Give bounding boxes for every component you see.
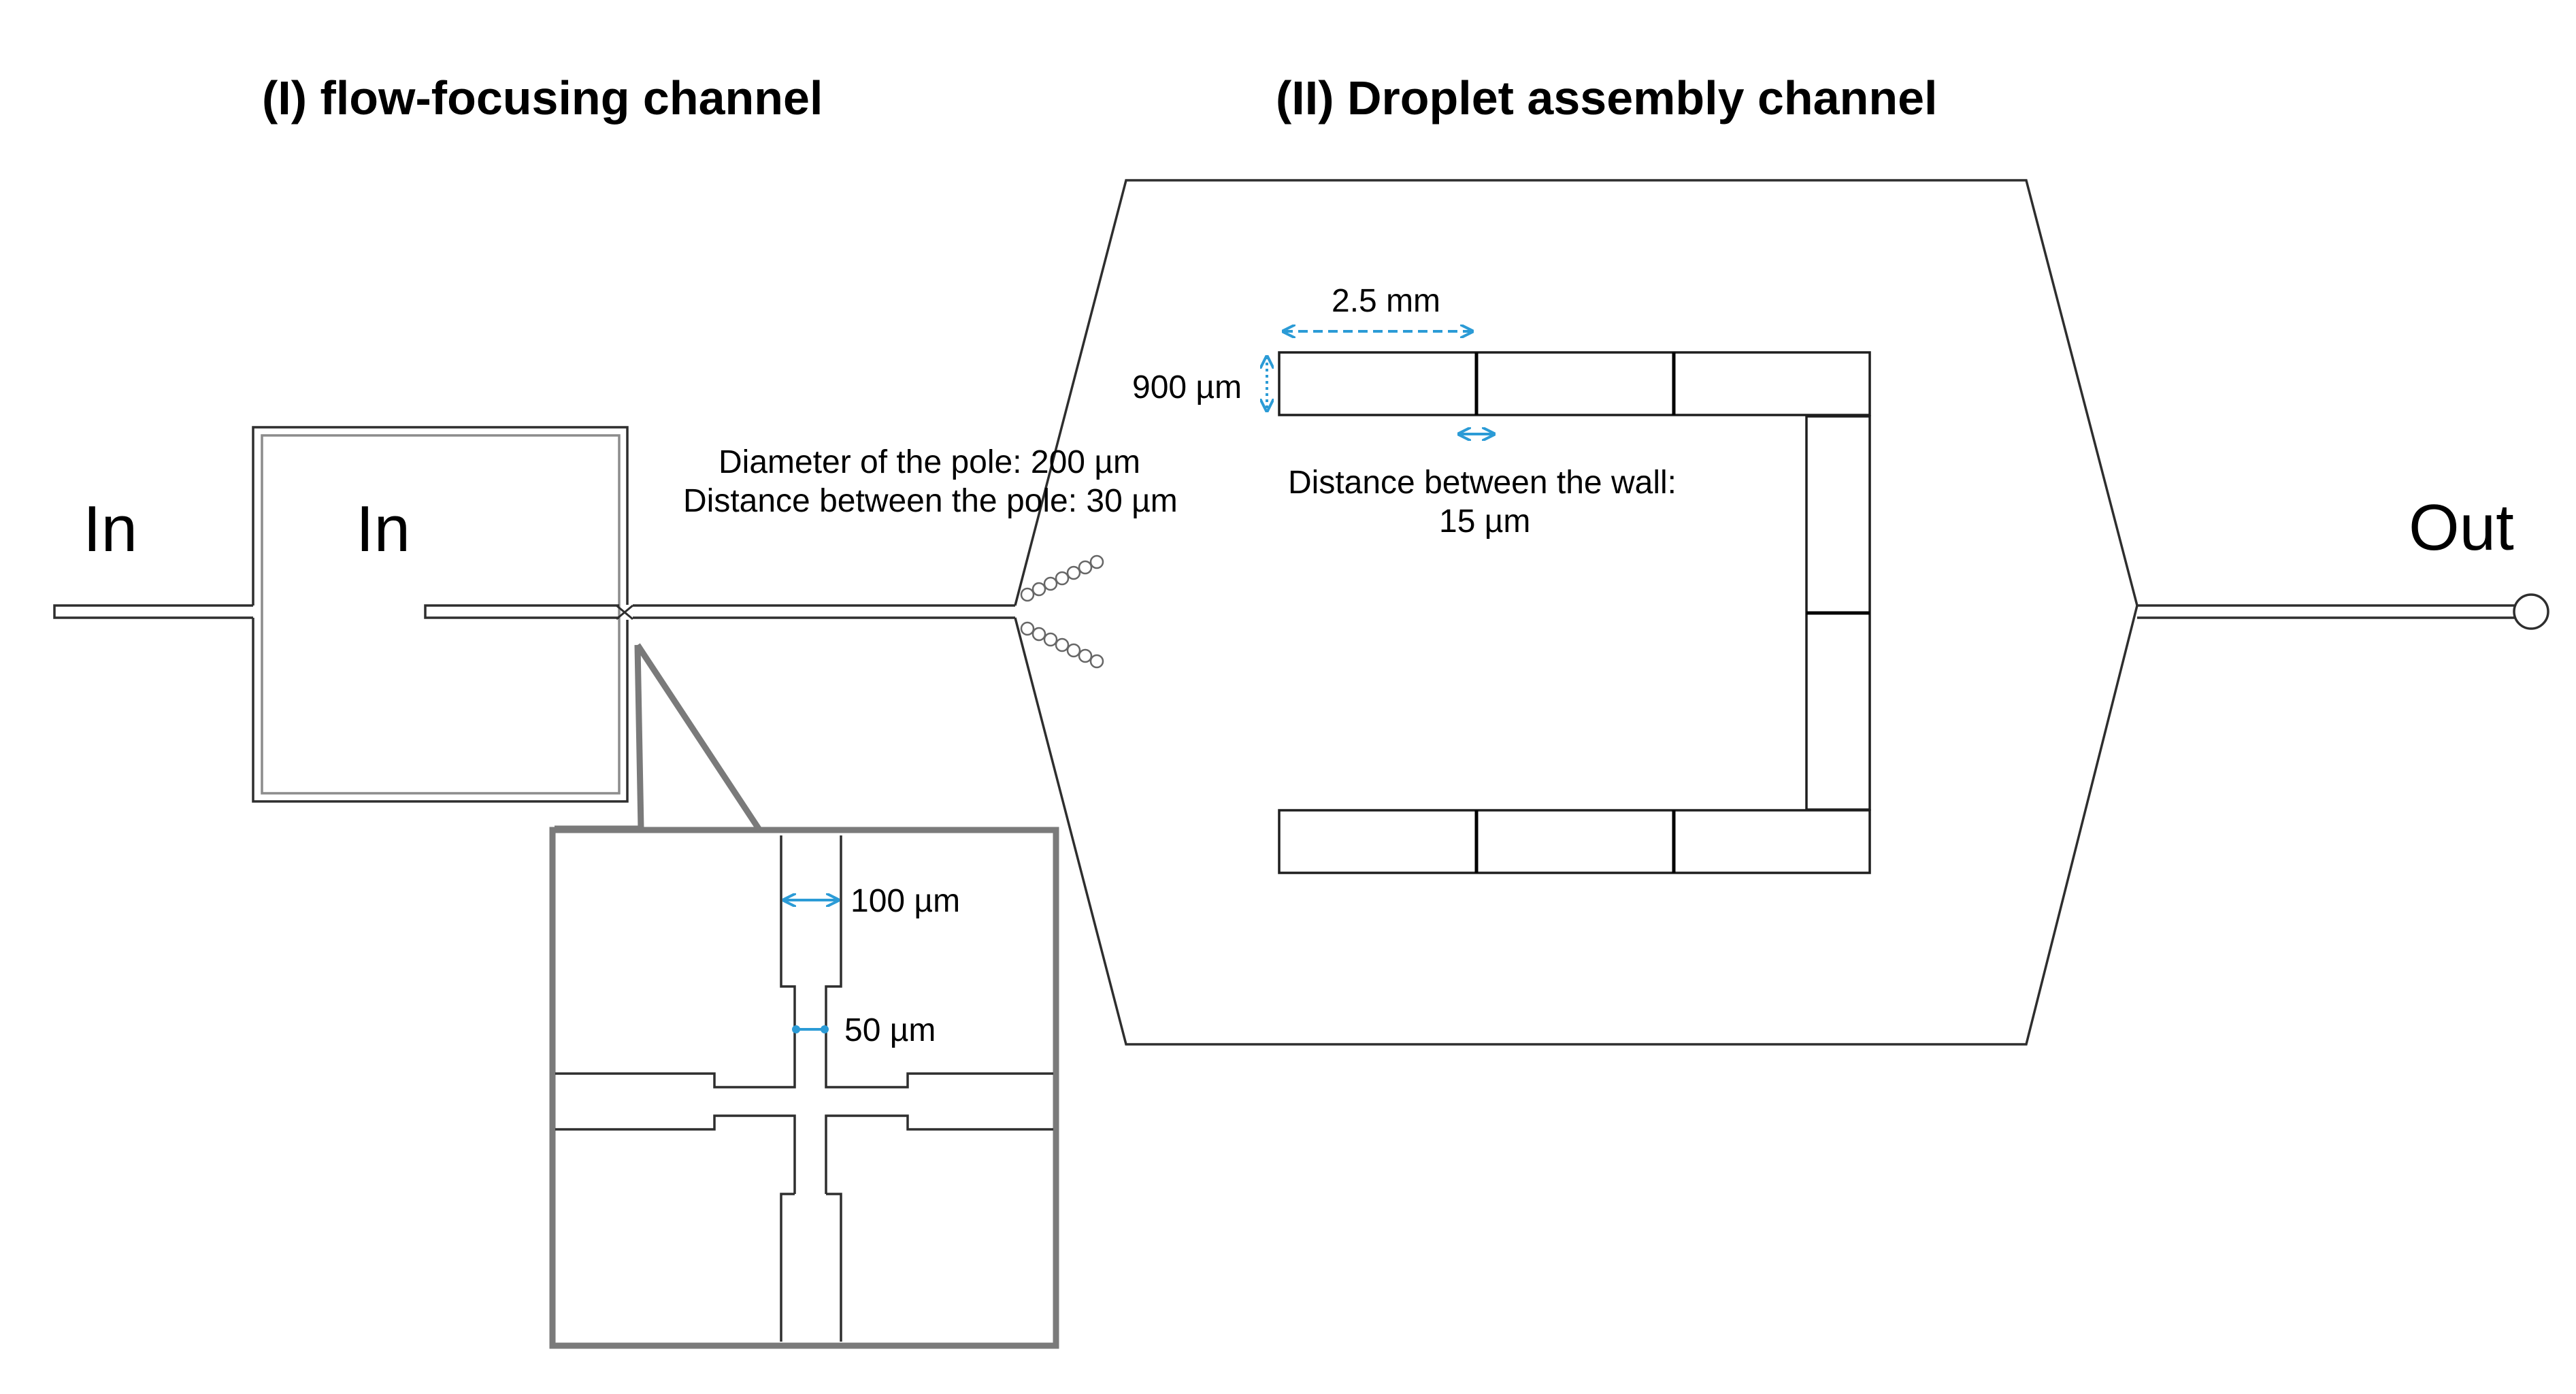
outlet-channel bbox=[2137, 604, 2515, 619]
pole-diameter-text: Diameter of the pole: 200 µm bbox=[719, 444, 1140, 480]
junction-inset bbox=[549, 827, 1059, 1349]
wall-width-text: 900 µm bbox=[1132, 369, 1242, 405]
wall-gap-text-1: Distance between the wall: bbox=[1288, 465, 1677, 501]
label-in-outer: In bbox=[83, 493, 137, 565]
main-channel bbox=[633, 604, 1015, 619]
wall-gap-text-2: 15 µm bbox=[1439, 503, 1530, 540]
title-droplet-assembly: (II) Droplet assembly channel bbox=[1276, 71, 1937, 125]
title-flow-focusing: (I) flow-focusing channel bbox=[262, 71, 823, 125]
junction-cross bbox=[616, 604, 633, 620]
nozzle-width-text: 50 µm bbox=[844, 1012, 936, 1048]
inner-inlet-channel bbox=[424, 604, 619, 619]
outlet-port bbox=[2513, 593, 2549, 630]
channel-width-text: 100 µm bbox=[851, 883, 960, 919]
nozzle-width-marker bbox=[792, 1025, 829, 1033]
wall-assembly bbox=[1278, 351, 1871, 874]
label-in-inner: In bbox=[356, 493, 410, 565]
label-out: Out bbox=[2409, 491, 2514, 564]
pole-distance-text: Distance between the pole: 30 µm bbox=[683, 483, 1178, 519]
focusing-loop-outer-bottom bbox=[252, 618, 629, 803]
poles bbox=[1020, 554, 1104, 669]
focusing-loop-inner bbox=[261, 434, 621, 795]
outer-inlet-channel bbox=[53, 604, 253, 619]
focusing-loop-outer bbox=[252, 426, 629, 605]
assembly-chamber bbox=[1014, 179, 2139, 1046]
wall-length-text: 2.5 mm bbox=[1332, 283, 1440, 319]
